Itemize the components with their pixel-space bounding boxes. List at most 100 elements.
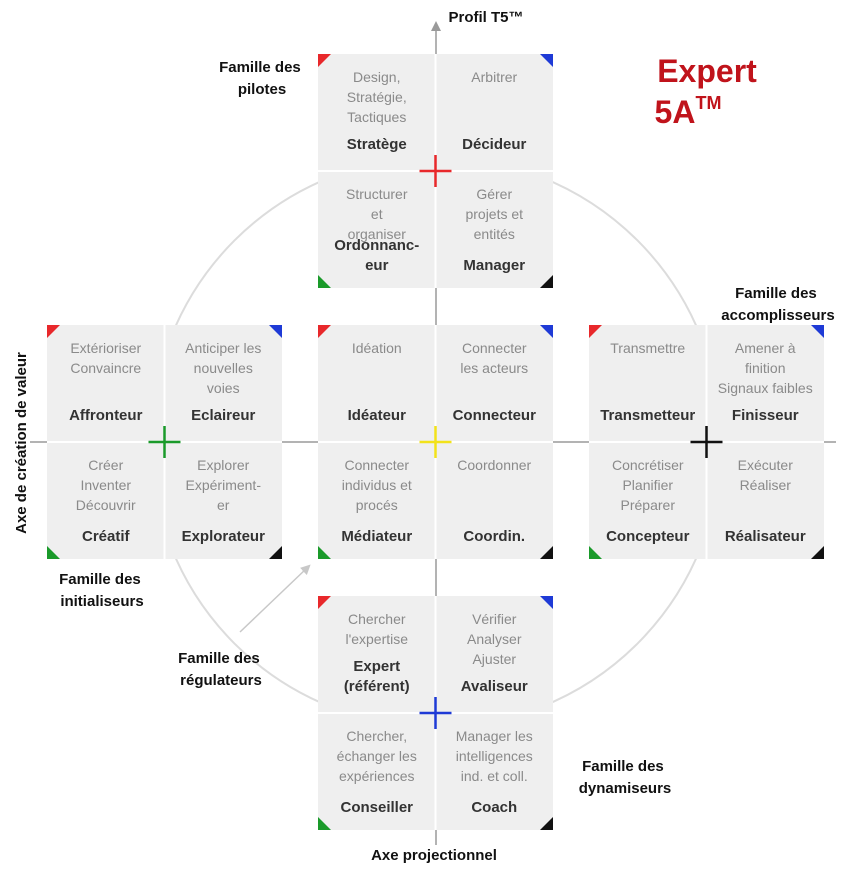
role-action-line: Signaux faibles (718, 380, 813, 396)
corner-marker-green (589, 546, 602, 559)
expert-5a-title: 5ATM (655, 93, 722, 130)
corner-marker-green (318, 275, 331, 288)
role-action-line: Créer (88, 457, 123, 473)
regulateurs-arrow (239, 564, 311, 633)
corner-marker-blue (540, 325, 553, 338)
role-action-line: expériences (339, 768, 415, 784)
role-name-line: Manager (463, 257, 525, 274)
role-name: Réalisateur (725, 528, 806, 545)
famille-initialiseurs-label: Famille des initialiseurs (59, 571, 145, 610)
role-action-line: Vérifier (472, 611, 517, 627)
role-action-line: Chercher (348, 611, 406, 627)
role-name-line: Décideur (462, 136, 526, 153)
role-action-line: voies (207, 380, 240, 396)
role-name-line: Finisseur (732, 407, 799, 424)
role-name-line: Conseiller (340, 799, 413, 816)
horizontal-axis-label: Axe projectionnel (371, 847, 497, 864)
role-action-line: Structurer (346, 186, 408, 202)
role-name-line: Réalisateur (725, 528, 806, 545)
role-name: Médiateur (341, 528, 412, 545)
role-action-line: Arbitrer (471, 69, 517, 85)
role-name-line: Idéateur (348, 407, 407, 424)
role-action-line: Ajuster (472, 651, 516, 667)
famille-accomplisseurs-label: Famille des accomplisseurs (721, 285, 834, 324)
role-action-line: Gérer (476, 186, 512, 202)
role-action-line: Concrétiser (612, 457, 684, 473)
role-action-line: échanger les (337, 748, 417, 764)
role-action-line: Préparer (621, 497, 676, 513)
role-action-line: Amener à (735, 340, 796, 356)
corner-marker-red (47, 325, 60, 338)
role-action-line: Coordonner (457, 457, 531, 473)
role-action-line: Explorer (197, 457, 249, 473)
role-name: Décideur (462, 136, 526, 153)
role-action-line: Design, (353, 69, 400, 85)
role-action-line: intelligences (456, 748, 533, 764)
role-name: Explorateur (182, 528, 266, 545)
role-name-line: Concepteur (606, 528, 690, 545)
block-top-cross-icon (419, 155, 452, 187)
corner-marker-black (269, 546, 282, 559)
role-name: Connecteur (453, 407, 537, 424)
role-action-line: Connecter (462, 340, 527, 356)
role-action-line: ind. et coll. (461, 768, 528, 784)
role-action-line: organiser (348, 226, 407, 242)
role-name-line: (référent) (344, 678, 410, 695)
role-name: Créatif (82, 528, 131, 545)
role-action-line: Expériment- (186, 477, 262, 493)
role-name-line: Stratège (347, 136, 407, 153)
role-name: Stratège (347, 136, 407, 153)
role-name-line: Médiateur (341, 528, 412, 545)
role-action-line: Tactiques (347, 109, 406, 125)
corner-marker-black (540, 546, 553, 559)
role-action-line: projets et (465, 206, 523, 222)
role-action-line: Transmettre (610, 340, 685, 356)
expert-title: Expert (657, 53, 757, 89)
role-name: Coordin. (463, 528, 525, 545)
role-name-line: Avaliseur (461, 678, 528, 695)
role-name: Expert (référent) (344, 658, 410, 695)
role-name: Manager (463, 257, 525, 274)
corner-marker-black (540, 275, 553, 288)
role-action-line: Analyser (467, 631, 522, 647)
expert-5a-label: 5A (655, 94, 696, 130)
role-action-line: les acteurs (460, 360, 528, 376)
role-name-line: Expert (353, 658, 400, 675)
role-action-line: Idéation (352, 340, 402, 356)
famille-regulateurs-label: Famille des régulateurs (178, 650, 264, 689)
role-name: Affronteur (69, 407, 142, 424)
role-action-line: Réaliser (740, 477, 792, 493)
role-name: Concepteur (606, 528, 690, 545)
role-action-line: Stratégie, (347, 89, 407, 105)
corner-marker-black (811, 546, 824, 559)
role-action-line: Extérioriser (70, 340, 141, 356)
role-action-line: Anticiper les (185, 340, 261, 356)
block-right-cross-icon (690, 426, 723, 458)
role-action-line: procés (356, 497, 398, 513)
role-name-line: Créatif (82, 528, 131, 545)
role-name-line: Coach (471, 799, 517, 816)
trademark-mark: TM (695, 93, 721, 113)
role-action-line: Convaincre (70, 360, 141, 376)
corner-marker-blue (540, 54, 553, 67)
